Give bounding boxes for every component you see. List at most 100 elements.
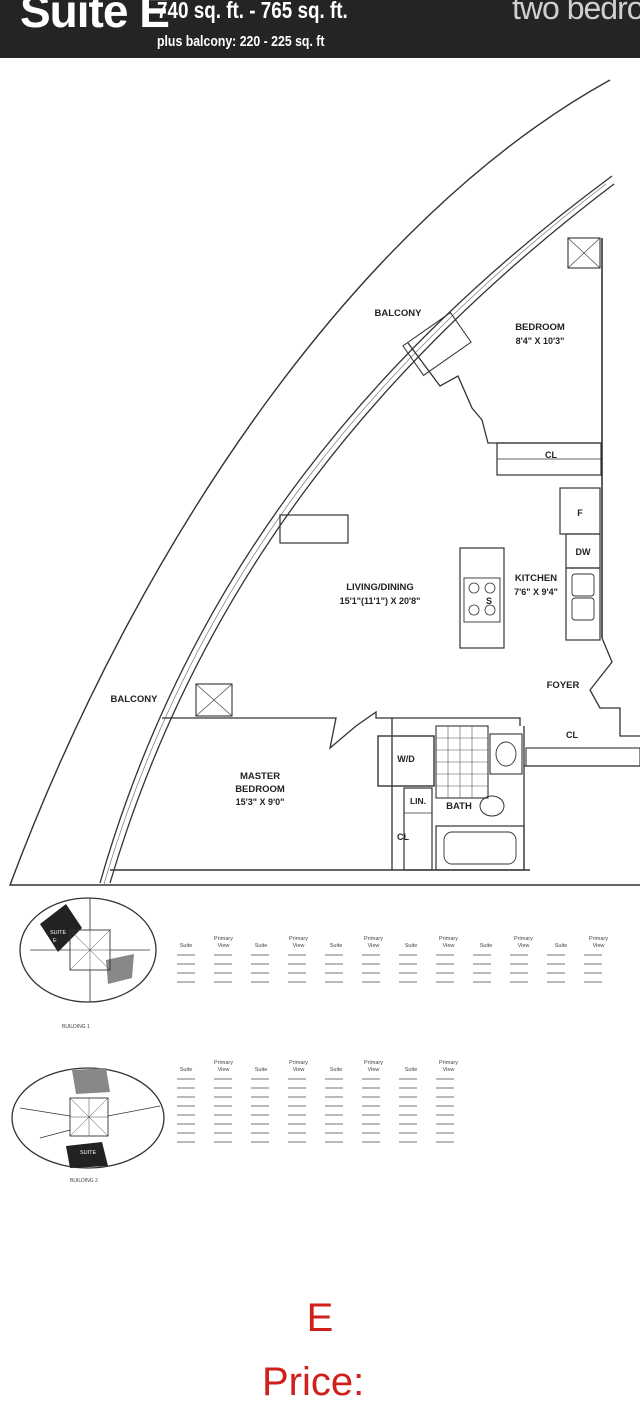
kitchen-island xyxy=(459,547,505,649)
table-cell xyxy=(251,1114,269,1116)
table-cell xyxy=(436,1087,454,1089)
table-cell xyxy=(547,963,565,965)
hvac-box-bed xyxy=(567,237,601,269)
label-balcony-top: BALCONY xyxy=(375,308,423,319)
table-cell xyxy=(510,963,528,965)
header-bar: Suite E 740 sq. ft. - 765 sq. ft. plus b… xyxy=(0,0,640,58)
label-master-bedroom: BEDROOM xyxy=(235,784,285,795)
table-cell xyxy=(214,963,232,965)
table-cell xyxy=(362,981,380,983)
burner xyxy=(484,582,496,594)
table-cell xyxy=(288,1123,306,1125)
cooktop xyxy=(463,577,501,623)
table-cell xyxy=(288,1096,306,1098)
table-cell xyxy=(177,1123,195,1125)
table-header: Primary xyxy=(214,936,233,942)
table-cell xyxy=(288,1141,306,1143)
label-washer-dryer: W/D xyxy=(397,754,415,764)
table-cell xyxy=(325,1141,343,1143)
label-closet-master: CL xyxy=(397,832,409,842)
table-cell xyxy=(584,954,602,956)
label-linen: LIN. xyxy=(410,796,426,806)
table-cell xyxy=(325,954,343,956)
vanity xyxy=(489,733,523,775)
table-cell xyxy=(251,1087,269,1089)
balcony-door-bed xyxy=(402,311,472,377)
table-cell xyxy=(251,1141,269,1143)
table-cell xyxy=(473,963,491,965)
table-header: Suite xyxy=(180,943,193,949)
table-cell xyxy=(214,1114,232,1116)
table-cell xyxy=(288,1078,306,1080)
table-cell xyxy=(288,981,306,983)
table-cell xyxy=(177,1105,195,1107)
table-cell xyxy=(362,1141,380,1143)
table-cell xyxy=(473,972,491,974)
vanity-sink xyxy=(495,741,517,767)
bedroom-wall xyxy=(407,342,600,444)
table-cell xyxy=(214,1132,232,1134)
table-header: Suite xyxy=(255,943,268,949)
table-header: View xyxy=(443,943,455,949)
table-cell xyxy=(177,963,195,965)
suite-letter-footer: E xyxy=(306,1296,334,1340)
label-bedroom: BEDROOM xyxy=(515,322,565,333)
table-cell xyxy=(362,954,380,956)
table-header: Primary xyxy=(289,1060,308,1066)
table-cell xyxy=(214,1087,232,1089)
table-cell xyxy=(362,1132,380,1134)
floor-plan: BEDROOM 8'4" X 10'3" BALCONY CL LIVING/D… xyxy=(8,79,640,1184)
table-header: Suite xyxy=(255,1067,268,1073)
table-cell xyxy=(436,954,454,956)
keyplan-building-1-label: BUILDING 1 xyxy=(62,1024,90,1030)
exterior-wall-inner xyxy=(109,183,615,884)
table-cell xyxy=(399,1078,417,1080)
table-header: Primary xyxy=(364,936,383,942)
table-cell xyxy=(473,981,491,983)
label-master: MASTER xyxy=(240,771,280,782)
label-living-dim: 15'1"(11'1") X 20'8" xyxy=(340,596,421,606)
table-cell xyxy=(214,954,232,956)
table-header: Primary xyxy=(439,1060,458,1066)
table-cell xyxy=(399,972,417,974)
table-cell xyxy=(584,963,602,965)
table-cell xyxy=(251,981,269,983)
table-cell xyxy=(251,1105,269,1107)
table-cell xyxy=(177,1087,195,1089)
table-header: Suite xyxy=(330,1067,343,1073)
table-cell xyxy=(288,1114,306,1116)
balcony-area: plus balcony: 220 - 225 sq. ft xyxy=(157,33,325,50)
table-header: Suite xyxy=(405,1067,418,1073)
table-cell xyxy=(547,981,565,983)
keyplan-building-2-label: BUILDING 2 xyxy=(70,1178,98,1184)
table-cell xyxy=(251,963,269,965)
table-cell xyxy=(288,972,306,974)
table-cell xyxy=(325,1123,343,1125)
table-cell xyxy=(325,1078,343,1080)
bedroom-type: two bedroom xyxy=(512,0,640,26)
table-cell xyxy=(399,1114,417,1116)
label-fridge: F xyxy=(577,508,583,518)
table-cell xyxy=(362,1078,380,1080)
sink-counter xyxy=(565,567,601,641)
table-header: Primary xyxy=(589,936,608,942)
keyplan-highlight-unit xyxy=(40,904,82,952)
table-cell xyxy=(399,981,417,983)
table-cell xyxy=(214,981,232,983)
table-cell xyxy=(510,972,528,974)
table-cell xyxy=(251,972,269,974)
burner xyxy=(468,582,480,594)
suite-title: Suite E xyxy=(20,0,170,37)
table-header: View xyxy=(518,943,530,949)
table-header: View xyxy=(218,943,230,949)
table-cell xyxy=(473,954,491,956)
table-cell xyxy=(177,1141,195,1143)
balcony-outline xyxy=(8,79,640,886)
table-cell xyxy=(177,972,195,974)
table-cell xyxy=(436,963,454,965)
tile-grid xyxy=(436,726,488,798)
label-foyer: FOYER xyxy=(547,680,580,691)
table-cell xyxy=(325,972,343,974)
table-header: Suite xyxy=(180,1067,193,1073)
table-cell xyxy=(214,1105,232,1107)
